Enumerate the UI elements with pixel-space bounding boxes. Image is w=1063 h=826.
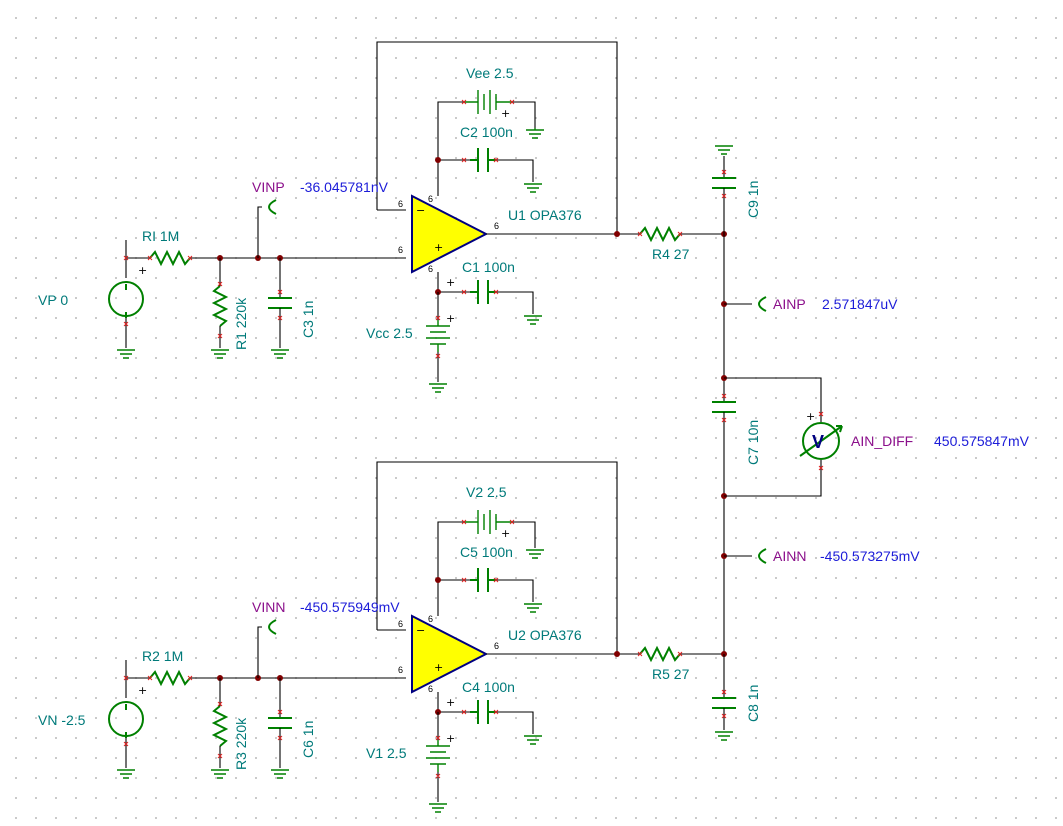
r4-label: R4 27 — [652, 246, 690, 262]
vp-plus-sign: + — [138, 264, 147, 277]
ain-diff-voltmeter[interactable]: V + AIN_DIFF — [724, 377, 913, 497]
c3-label: C3 1n — [300, 301, 316, 338]
u1-pin-label: 6 — [398, 199, 403, 209]
u1-pin-label: 6 — [494, 221, 499, 231]
vinn-value: -450.575949mV — [300, 599, 400, 615]
r5-label: R5 27 — [652, 666, 690, 682]
vcc-label: Vcc 2.5 — [366, 325, 413, 341]
vee-label: Vee 2.5 — [466, 65, 514, 81]
r3-label: R3 220k — [233, 717, 249, 770]
vcc-source[interactable]: + Vcc 2.5 — [366, 292, 455, 393]
u1-minus-sign: − — [416, 204, 425, 217]
r2-label: R2 1M — [142, 648, 183, 664]
vinp-name: VINP — [252, 179, 285, 195]
r5-resistor[interactable]: R5 27 — [639, 645, 724, 682]
c1-plus-sign: + — [446, 276, 455, 289]
u2-pin-label: 6 — [398, 665, 403, 675]
c5-capacitor[interactable]: C5 100n — [438, 544, 542, 613]
v1-plus-sign: + — [446, 732, 455, 745]
c7-label: C7 10n — [745, 420, 761, 465]
ain-diff-name: AIN_DIFF — [851, 433, 913, 449]
r3-resistor[interactable]: R3 220k — [211, 678, 249, 779]
c4-plus-sign: + — [446, 696, 455, 709]
u1-feedback-wire — [376, 41, 618, 234]
c3-capacitor[interactable]: C3 1n — [268, 258, 316, 359]
r4-resistor[interactable]: R4 27 — [639, 225, 724, 262]
channel-p: + Vee 2.5 C2 100n − + 6 6 6 6 6 U1 OPA37… — [38, 41, 640, 393]
c9-label: C9 1n — [745, 181, 761, 218]
ri-resistor[interactable]: RI 1M — [142, 228, 191, 267]
c9-capacitor[interactable]: C9 1n — [712, 145, 761, 234]
vinn-net-label[interactable]: VINN — [252, 599, 285, 678]
adc-input-network: R4 27 C9 1n C7 10n AINP 2.571847uV — [614, 145, 1030, 741]
ainn-net-label[interactable]: AINN — [724, 548, 806, 564]
v2-source[interactable]: + V2 2.5 — [437, 484, 544, 616]
u1-pin-label: 6 — [398, 245, 403, 255]
voltmeter-plus-sign: + — [806, 410, 815, 423]
v2-plus-sign: + — [501, 527, 510, 540]
vee-plus-sign: + — [501, 107, 510, 120]
c8-capacitor[interactable]: C8 1n — [712, 654, 761, 741]
u2-pin-label: 6 — [494, 641, 499, 651]
c4-capacitor[interactable]: + C4 100n — [438, 679, 542, 745]
vinp-value: -36.045781nV — [300, 179, 389, 195]
ainp-net-label[interactable]: AINP — [724, 296, 806, 312]
c1-capacitor[interactable]: + C1 100n — [438, 259, 542, 325]
vp-source[interactable]: + VP 0 — [38, 258, 147, 359]
channel-n: + V2 2.5 C5 100n − + 6 6 6 6 6 U2 OPA376 — [38, 461, 640, 813]
r2-resistor[interactable]: R2 1M — [142, 648, 191, 687]
ainp-value: 2.571847uV — [822, 296, 898, 312]
ain-diff-value: 450.575847mV — [934, 433, 1030, 449]
pin-markers — [123, 99, 824, 779]
ainn-value: -450.573275mV — [820, 548, 920, 564]
u1-opamp[interactable]: − + 6 6 6 6 6 U1 OPA376 — [398, 194, 582, 274]
u2-label: U2 OPA376 — [508, 627, 582, 643]
u1-label: U1 OPA376 — [508, 207, 582, 223]
c2-label: C2 100n — [460, 124, 513, 140]
c8-label: C8 1n — [745, 685, 761, 722]
vcc-plus-sign: + — [446, 312, 455, 325]
u2-pin-label: 6 — [428, 684, 433, 694]
voltmeter-symbol: V — [812, 432, 824, 452]
v2-label: V2 2.5 — [466, 484, 507, 500]
vee-source[interactable]: + Vee 2.5 — [437, 65, 544, 196]
u2-minus-sign: − — [416, 624, 425, 637]
u1-pin-label: 6 — [428, 264, 433, 274]
u1-plus-sign: + — [434, 241, 443, 254]
vn-source[interactable]: + VN -2.5 — [38, 678, 147, 779]
vn-plus-sign: + — [138, 684, 147, 697]
u2-pin-label: 6 — [398, 619, 403, 629]
v1-label: V1 2.5 — [366, 745, 407, 761]
c4-label: C4 100n — [462, 679, 515, 695]
u2-plus-sign: + — [434, 661, 443, 674]
c1-label: C1 100n — [462, 259, 515, 275]
c6-capacitor[interactable]: C6 1n — [268, 678, 316, 779]
ainn-name: AINN — [773, 548, 806, 564]
vp-label: VP 0 — [38, 292, 68, 308]
u1-pin-label: 6 — [428, 194, 433, 204]
vinp-net-label[interactable]: VINP — [252, 179, 285, 258]
ainp-name: AINP — [773, 296, 806, 312]
ri-label: RI 1M — [142, 228, 179, 244]
c5-label: C5 100n — [460, 544, 513, 560]
v1-source[interactable]: + V1 2.5 — [366, 712, 455, 813]
vn-label: VN -2.5 — [38, 712, 86, 728]
c2-capacitor[interactable]: C2 100n — [438, 124, 542, 193]
r1-label: R1 220k — [233, 297, 249, 350]
vinn-name: VINN — [252, 599, 285, 615]
u2-opamp[interactable]: − + 6 6 6 6 6 U2 OPA376 — [398, 614, 582, 694]
c6-label: C6 1n — [300, 721, 316, 758]
r1-resistor[interactable]: R1 220k — [211, 258, 249, 359]
u2-pin-label: 6 — [428, 614, 433, 624]
